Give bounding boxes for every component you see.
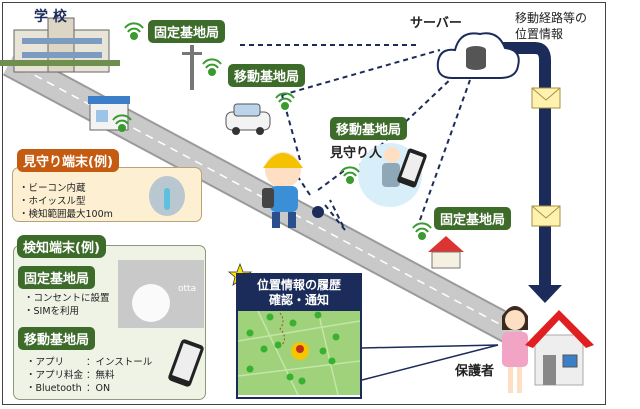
map-view: [237, 310, 361, 396]
server-cloud-icon: [436, 32, 520, 79]
fixed-station-label: 固定基地局: [148, 20, 226, 43]
car: [225, 103, 271, 135]
mobile-station-label: 移動基地局: [228, 64, 306, 87]
spec-row: ・アプリ料金：無料: [26, 369, 152, 382]
spec-value: ：ON: [86, 383, 111, 394]
whistle-device-photo: [149, 176, 185, 216]
map-pins: [237, 310, 361, 396]
watcher-illustration: [358, 143, 427, 207]
mobile-station-label: 移動基地局: [330, 117, 408, 140]
callout-lines: [361, 344, 499, 381]
server-label: サーバー: [410, 16, 462, 31]
child-illustration: [262, 152, 324, 228]
guardian-illustration: [502, 306, 528, 393]
signal-icons: [112, 22, 432, 240]
spec-key: ・アプリ料金: [26, 370, 84, 381]
watch-device-title: 見守り端末(例): [17, 149, 119, 172]
fixed-station-subtitle: 固定基地局: [18, 266, 96, 289]
mobile-station-specs: ・アプリ ：インストール ・アプリ料金：無料 ・Bluetooth ：ON: [26, 356, 152, 395]
spec-row: ・アプリ ：インストール: [26, 356, 152, 369]
fixed-station-label: 固定基地局: [434, 207, 512, 230]
spec-row: ・Bluetooth ：ON: [26, 382, 152, 395]
smartphone-photo: [167, 338, 205, 388]
watcher-label: 見守り人: [330, 146, 383, 161]
position-info-line: 位置情報: [515, 27, 564, 41]
diagram-frame: [2, 2, 606, 405]
spec-item: ・SIMを利用: [24, 306, 80, 317]
mail-icon: [531, 87, 561, 109]
school-label: 学 校: [34, 9, 67, 25]
spec-value: ：無料: [86, 370, 115, 381]
spec-item: ・検知範囲最大100m: [19, 209, 113, 220]
spec-item: ・コンセントに設置: [24, 293, 110, 304]
position-info-line: 移動経路等の: [515, 11, 588, 25]
watch-device-specs: ・ビーコン内蔵 ・ホイッスル型 ・検知範囲最大100m: [19, 182, 113, 221]
otta-brand-text: otta: [178, 284, 197, 294]
notification-arrow: [500, 42, 562, 303]
school-building: [0, 17, 120, 73]
title-line: 位置情報の履歴: [256, 278, 341, 292]
otta-device-photo: otta: [118, 260, 204, 328]
utility-pole: [182, 45, 202, 90]
spec-item: ・ビーコン内蔵: [19, 183, 86, 194]
title-line: 確認・通知: [268, 293, 329, 307]
mobile-station-subtitle: 移動基地局: [18, 327, 96, 350]
mail-icon: [531, 205, 561, 227]
guardian-label: 保護者: [455, 364, 495, 379]
detect-device-title: 検知端末(例): [17, 235, 106, 258]
spec-item: ・ホイッスル型: [19, 196, 86, 207]
spec-key: ・Bluetooth: [26, 383, 82, 394]
home-icon: [525, 310, 594, 386]
location-history-title: 位置情報の履歴 確認・通知: [238, 275, 360, 311]
fixed-station-specs: ・コンセントに設置 ・SIMを利用: [24, 292, 110, 318]
spec-value: ：インストール: [86, 357, 153, 368]
house-small: [428, 236, 464, 269]
location-history-panel: 位置情報の履歴 確認・通知: [236, 273, 362, 399]
spec-key: ・アプリ: [26, 357, 65, 368]
watch-device-panel: ・ビーコン内蔵 ・ホイッスル型 ・検知範囲最大100m: [12, 167, 202, 222]
position-info-label: 移動経路等の 位置情報: [515, 10, 587, 42]
